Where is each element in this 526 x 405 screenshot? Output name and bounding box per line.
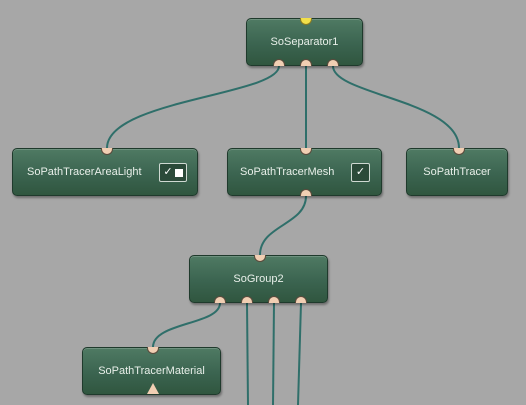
output-port[interactable] xyxy=(300,189,312,196)
node-label: SoPathTracerMaterial xyxy=(98,365,205,377)
wire-separator-to-arealight xyxy=(106,65,280,149)
output-port[interactable] xyxy=(268,296,280,303)
node-sopathtracermesh[interactable]: SoPathTracerMesh ✓ xyxy=(227,148,382,196)
output-port[interactable] xyxy=(295,296,307,303)
node-sopathtracermaterial[interactable]: SoPathTracerMaterial xyxy=(82,347,221,395)
wire-separator-to-tracer xyxy=(332,65,460,149)
wire-group-output-4 xyxy=(297,302,302,405)
node-sopathtracer[interactable]: SoPathTracer xyxy=(406,148,508,196)
output-port[interactable] xyxy=(327,59,339,66)
output-port[interactable] xyxy=(241,296,253,303)
output-port[interactable] xyxy=(273,59,285,66)
node-toggle[interactable]: ✓ xyxy=(159,163,187,182)
node-label: SoPathTracerAreaLight xyxy=(27,166,142,178)
node-label: SoPathTracer xyxy=(423,166,491,178)
wire-group-output-2 xyxy=(246,302,249,405)
wire-group-to-material xyxy=(152,302,221,348)
node-sopathtracerarealight[interactable]: SoPathTracerAreaLight ✓ xyxy=(12,148,198,196)
square-icon xyxy=(174,168,183,177)
output-port[interactable] xyxy=(300,59,312,66)
node-sogroup2[interactable]: SoGroup2 xyxy=(189,255,328,303)
wire-group-output-3 xyxy=(272,302,275,405)
check-icon: ✓ xyxy=(163,166,173,178)
check-icon: ✓ xyxy=(355,166,366,178)
node-label: SoSeparator1 xyxy=(270,36,339,48)
output-triangle-icon[interactable] xyxy=(147,383,159,394)
wire-mesh-to-group xyxy=(259,195,307,256)
node-label: SoPathTracerMesh xyxy=(240,166,335,178)
output-port[interactable] xyxy=(214,296,226,303)
node-toggle[interactable]: ✓ xyxy=(351,163,370,182)
node-label: SoGroup2 xyxy=(233,273,284,285)
